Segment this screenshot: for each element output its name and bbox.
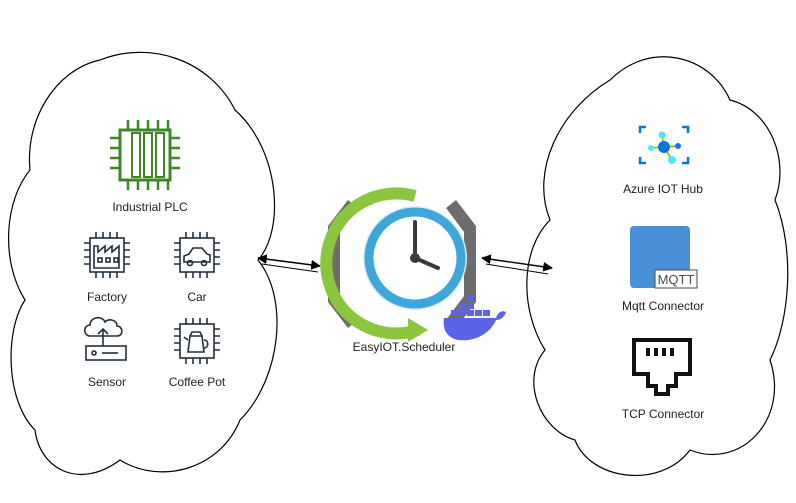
azure-iot-hub-icon	[638, 125, 690, 165]
scheduler-clock-icon	[320, 187, 467, 342]
plc-chip-icon	[110, 120, 180, 190]
tcp-connector-label: TCP Connector	[621, 407, 705, 421]
mqtt-connector-label: Mqtt Connector	[621, 299, 705, 313]
factory-chip-icon	[84, 232, 130, 278]
right-double-arrow	[481, 254, 553, 275]
coffee-pot-chip-icon	[174, 318, 220, 364]
mqtt-badge-text: MQTT	[658, 272, 695, 287]
azure-iot-hub-label: Azure IOT Hub	[623, 182, 703, 196]
car-chip-icon	[174, 232, 220, 278]
sensor-label: Sensor	[87, 375, 127, 389]
plc-label: Industrial PLC	[112, 200, 188, 214]
mqtt-icon: MQTT	[630, 226, 698, 289]
docker-whale-icon	[443, 296, 506, 341]
left-double-arrow	[257, 254, 321, 273]
car-label: Car	[187, 290, 207, 304]
devices-cloud	[7, 51, 278, 476]
coffee-pot-label: Coffee Pot	[168, 375, 226, 389]
ethernet-port-icon	[632, 338, 692, 396]
scheduler-label: EasyIOT.Scheduler	[352, 340, 456, 354]
sensor-icon	[83, 316, 127, 361]
factory-label: Factory	[86, 290, 128, 304]
